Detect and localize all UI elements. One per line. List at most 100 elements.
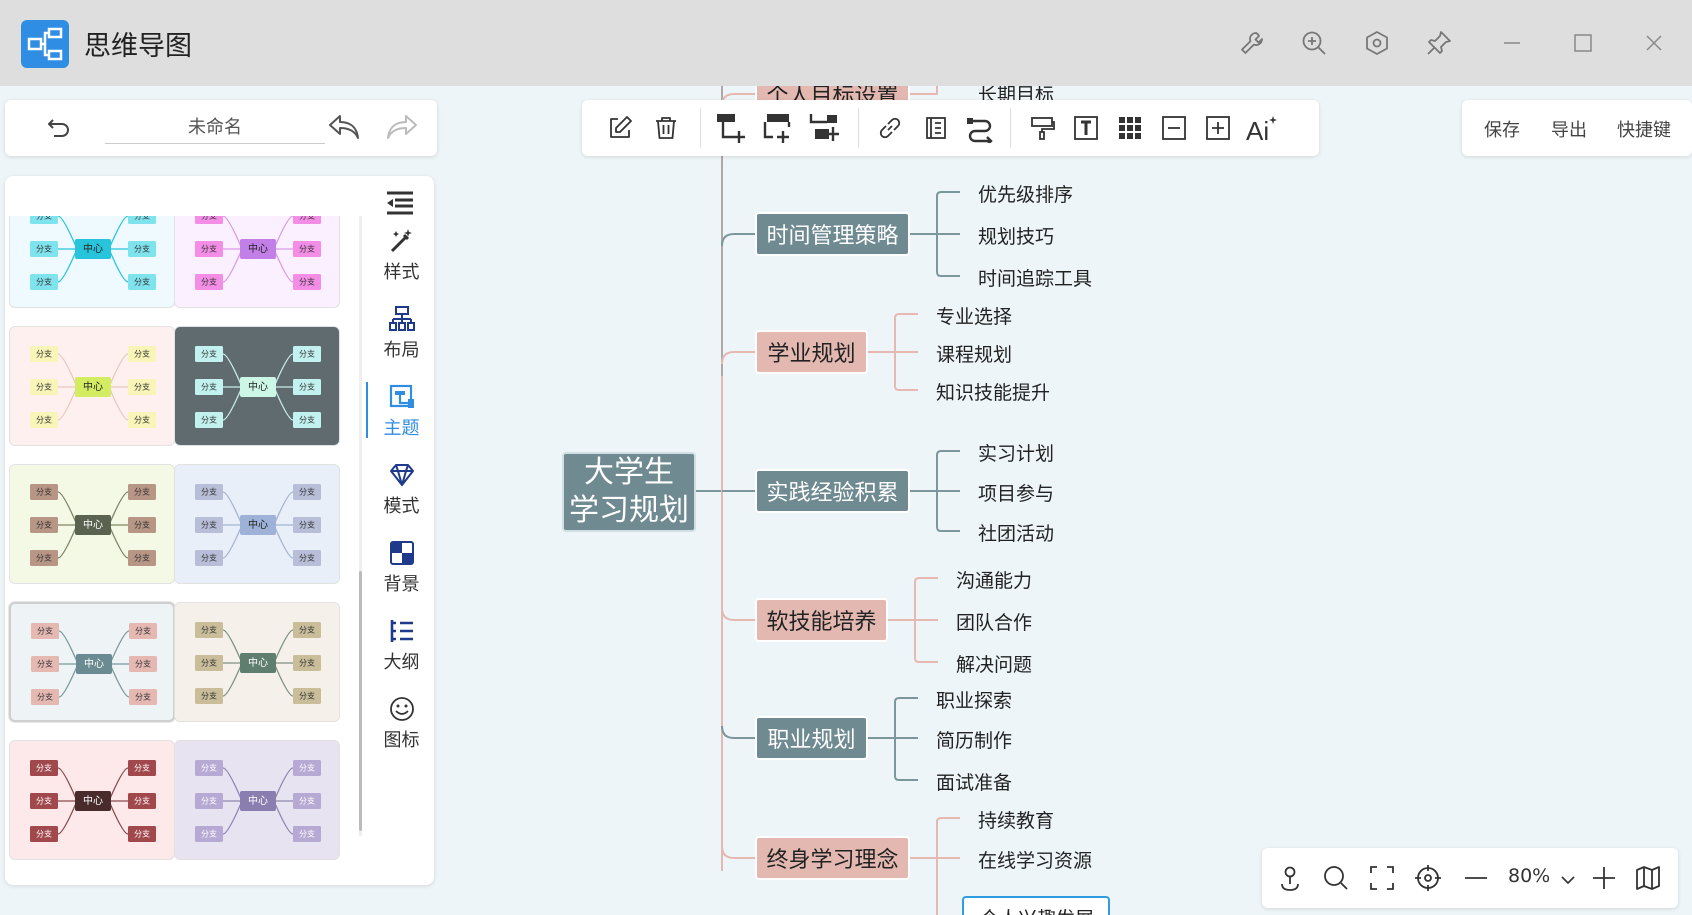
leaf-node[interactable]: 项目参与 xyxy=(978,483,1055,505)
theme-branch-label: 分支 xyxy=(36,763,52,773)
leaf-node[interactable]: 规划技巧 xyxy=(978,226,1055,248)
branch-node[interactable]: 时间管理策略 xyxy=(755,212,910,256)
theme-card[interactable]: 分支分支分支分支分支分支中心 xyxy=(9,216,175,308)
branch-node[interactable]: 职业规划 xyxy=(755,716,868,760)
target-icon[interactable] xyxy=(1412,862,1444,894)
shortcuts-button[interactable]: 快捷键 xyxy=(1617,120,1671,141)
leaf-node[interactable]: 持续教育 xyxy=(978,810,1055,832)
branch-node[interactable]: 终身学习理念 xyxy=(755,836,910,880)
theme-branch-label: 分支 xyxy=(201,796,217,806)
minimize-icon[interactable] xyxy=(1495,26,1529,60)
leaf-node[interactable]: 专业选择 xyxy=(936,306,1013,328)
close-icon[interactable] xyxy=(1637,26,1671,60)
chevron-down-icon[interactable] xyxy=(1552,864,1584,896)
edit-icon[interactable] xyxy=(602,110,638,146)
tab-outline[interactable]: 大纲 xyxy=(369,616,434,674)
add-child-icon[interactable] xyxy=(714,110,750,146)
theme-branch-box xyxy=(30,274,58,290)
leaf-node[interactable]: 在线学习资源 xyxy=(978,850,1093,872)
zoom-value[interactable]: 80% xyxy=(1508,865,1551,887)
branch-node[interactable]: 软技能培养 xyxy=(755,598,888,642)
theme-branch-box xyxy=(293,622,321,638)
theme-center-label: 中心 xyxy=(248,518,268,531)
theme-branch-box xyxy=(195,655,223,671)
theme-branch-label: 分支 xyxy=(135,626,151,636)
theme-branch-label: 分支 xyxy=(201,277,217,287)
back-icon[interactable] xyxy=(45,114,73,146)
leaf-node[interactable]: 时间追踪工具 xyxy=(978,268,1093,290)
leaf-node[interactable]: 沟通能力 xyxy=(956,570,1033,592)
tab-theme[interactable]: 主题 xyxy=(366,382,434,440)
fullscreen-icon[interactable] xyxy=(1366,862,1398,894)
theme-branch-box xyxy=(30,346,58,362)
ai-icon[interactable]: Ai xyxy=(1244,110,1280,146)
leaf-node[interactable]: 优先级排序 xyxy=(978,184,1074,206)
theme-branch-box xyxy=(293,655,321,671)
maximize-icon[interactable] xyxy=(1566,26,1600,60)
scrollbar-thumb[interactable] xyxy=(359,571,362,831)
leaf-node[interactable]: 职业探索 xyxy=(936,690,1013,712)
add-sibling-icon[interactable] xyxy=(760,110,796,146)
add-parent-icon[interactable] xyxy=(806,110,842,146)
theme-card[interactable]: 分支分支分支分支分支分支中心 xyxy=(174,216,340,308)
theme-card[interactable]: 分支分支分支分支分支分支中心 xyxy=(174,602,340,722)
scrollbar-track[interactable] xyxy=(359,216,362,836)
document-name[interactable]: 未命名 xyxy=(105,114,325,144)
tab-icons[interactable]: 图标 xyxy=(369,694,434,752)
collapse-icon[interactable] xyxy=(1156,110,1192,146)
leaf-node[interactable]: 知识技能提升 xyxy=(936,382,1051,404)
leaf-node[interactable]: 课程规划 xyxy=(936,344,1013,366)
wrench-icon[interactable] xyxy=(1235,26,1269,60)
leaf-node[interactable]: 面试准备 xyxy=(936,772,1013,794)
theme-card[interactable]: 分支分支分支分支分支分支中心 xyxy=(174,740,340,860)
pin-icon[interactable] xyxy=(1422,26,1456,60)
undo-icon[interactable] xyxy=(327,112,361,146)
leaf-node[interactable]: 解决问题 xyxy=(956,654,1033,676)
hex-settings-icon[interactable] xyxy=(1360,26,1394,60)
theme-branch-box xyxy=(30,484,58,500)
zoom-in-icon[interactable] xyxy=(1297,26,1331,60)
note-icon[interactable] xyxy=(918,110,954,146)
tab-mode[interactable]: 模式 xyxy=(369,460,434,518)
delete-icon[interactable] xyxy=(648,110,684,146)
theme-card[interactable]: 分支分支分支分支分支分支中心 xyxy=(9,602,175,722)
locate-person-icon[interactable] xyxy=(1274,862,1306,894)
theme-branch-box xyxy=(128,484,156,500)
theme-card[interactable]: 分支分支分支分支分支分支中心 xyxy=(174,464,340,584)
branch-node[interactable]: 实践经验积累 xyxy=(755,469,910,513)
selected-leaf-node[interactable]: 个人兴趣发展 xyxy=(962,896,1110,915)
leaf-node[interactable]: 实习计划 xyxy=(978,443,1055,465)
tab-background[interactable]: 背景 xyxy=(369,538,434,596)
save-button[interactable]: 保存 xyxy=(1484,120,1520,141)
root-node[interactable]: 大学生 学习规划 xyxy=(562,452,696,532)
leaf-node[interactable]: 社团活动 xyxy=(978,523,1055,545)
theme-branch-box xyxy=(30,760,58,776)
leaf-node[interactable]: 个人兴趣发展 xyxy=(980,904,1094,915)
relation-icon[interactable] xyxy=(962,110,998,146)
zoom-in-icon[interactable] xyxy=(1588,862,1620,894)
theme-card[interactable]: 分支分支分支分支分支分支中心 xyxy=(9,464,175,584)
expand-icon[interactable] xyxy=(1200,110,1236,146)
link-icon[interactable] xyxy=(872,110,908,146)
redo-icon[interactable] xyxy=(385,112,419,146)
theme-card[interactable]: 分支分支分支分支分支分支中心 xyxy=(9,740,175,860)
format-painter-icon[interactable] xyxy=(1024,110,1060,146)
tab-layout[interactable]: 布局 xyxy=(369,304,434,362)
branch-node[interactable]: 学业规划 xyxy=(755,330,868,374)
leaf-node[interactable]: 团队合作 xyxy=(956,612,1033,634)
theme-branch-label: 分支 xyxy=(134,216,150,221)
text-icon[interactable] xyxy=(1068,110,1104,146)
leaf-node[interactable]: 简历制作 xyxy=(936,730,1013,752)
map-icon[interactable] xyxy=(1632,862,1664,894)
search-icon[interactable] xyxy=(1320,862,1352,894)
theme-preview: 分支分支分支分支分支分支中心 xyxy=(30,760,156,842)
theme-card[interactable]: 分支分支分支分支分支分支中心 xyxy=(9,326,175,446)
export-button[interactable]: 导出 xyxy=(1551,120,1587,141)
tab-style[interactable]: 样式 xyxy=(369,226,434,284)
collapse-panel-icon[interactable] xyxy=(385,190,415,220)
theme-branch-label: 分支 xyxy=(134,763,150,773)
theme-card[interactable]: 分支分支分支分支分支分支中心 xyxy=(174,326,340,446)
zoom-out-icon[interactable] xyxy=(1460,862,1492,894)
zoom-bar: 80% xyxy=(1262,848,1678,908)
grid-icon[interactable] xyxy=(1112,110,1148,146)
